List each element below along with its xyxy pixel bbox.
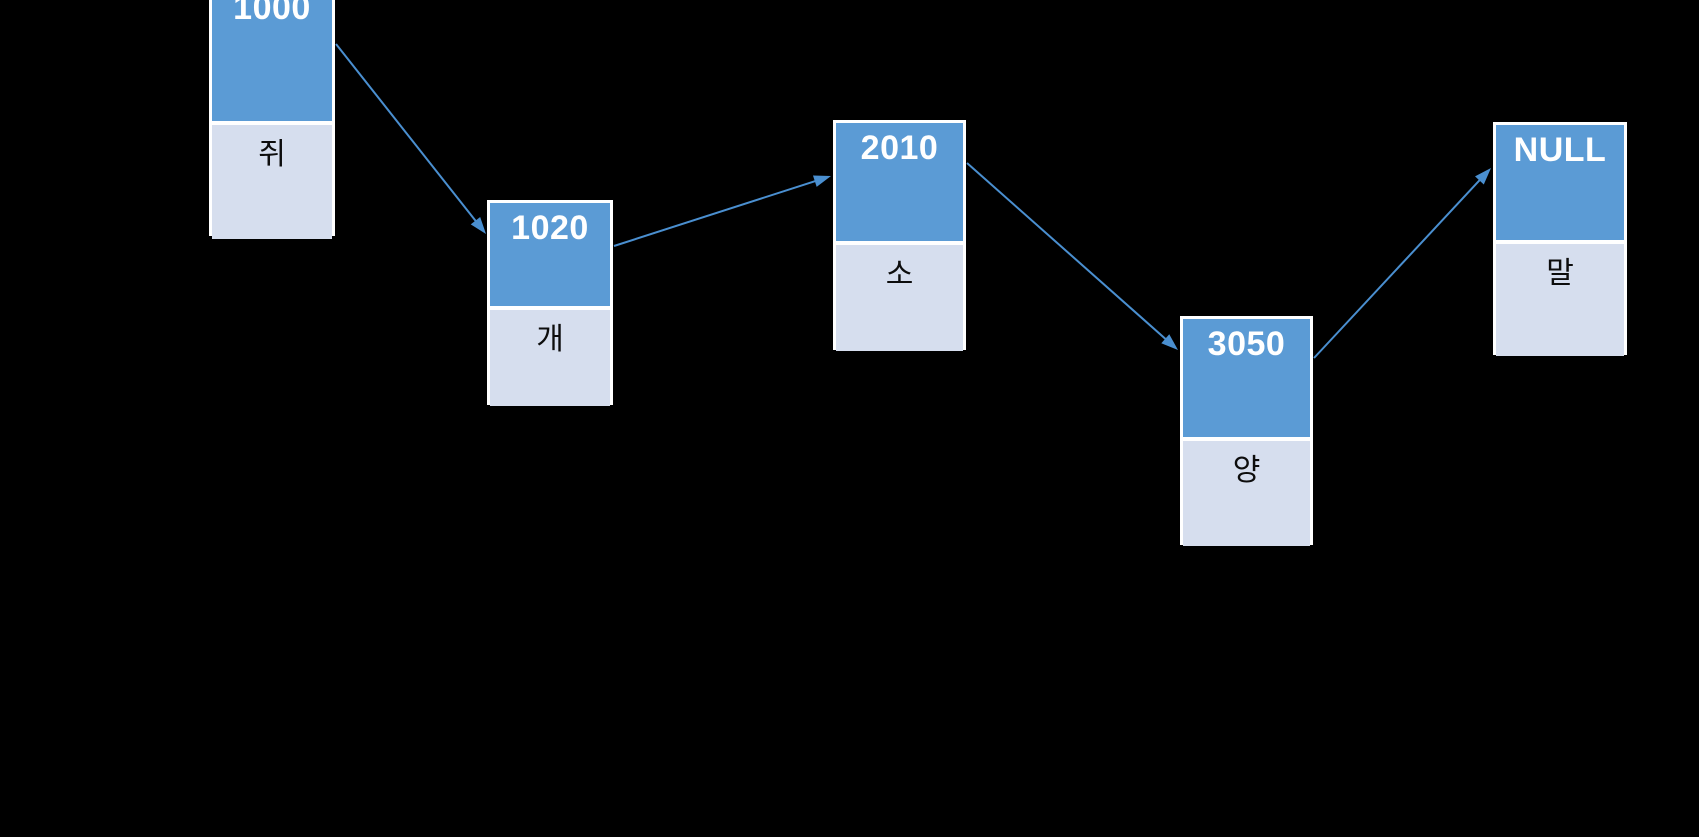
node-value-cell: 양	[1183, 441, 1310, 546]
node-address-cell: 2010	[836, 123, 963, 241]
arrow-head-icon	[812, 175, 831, 187]
arrow-shaft	[966, 162, 1169, 342]
node-value-cell: 소	[836, 245, 963, 351]
node-address-cell: 1020	[490, 203, 610, 306]
pointer-arrow	[1313, 168, 1491, 359]
node-address-cell: NULL	[1496, 125, 1624, 240]
pointer-arrow	[966, 162, 1178, 350]
node-value-cell: 개	[490, 310, 610, 406]
arrow-head-icon	[1475, 168, 1491, 185]
arrow-head-icon	[1161, 334, 1178, 350]
node-value-cell: 쥐	[212, 125, 332, 239]
node-address-cell: 1000	[212, 0, 332, 121]
pointer-arrow	[335, 43, 486, 234]
pointer-arrow	[613, 175, 831, 247]
arrow-head-icon	[470, 216, 486, 234]
node-value-cell: 말	[1496, 244, 1624, 356]
arrow-shaft	[335, 43, 479, 224]
arrow-shaft	[1313, 177, 1483, 359]
arrow-shaft	[613, 179, 818, 247]
node-address-cell: 3050	[1183, 319, 1310, 437]
